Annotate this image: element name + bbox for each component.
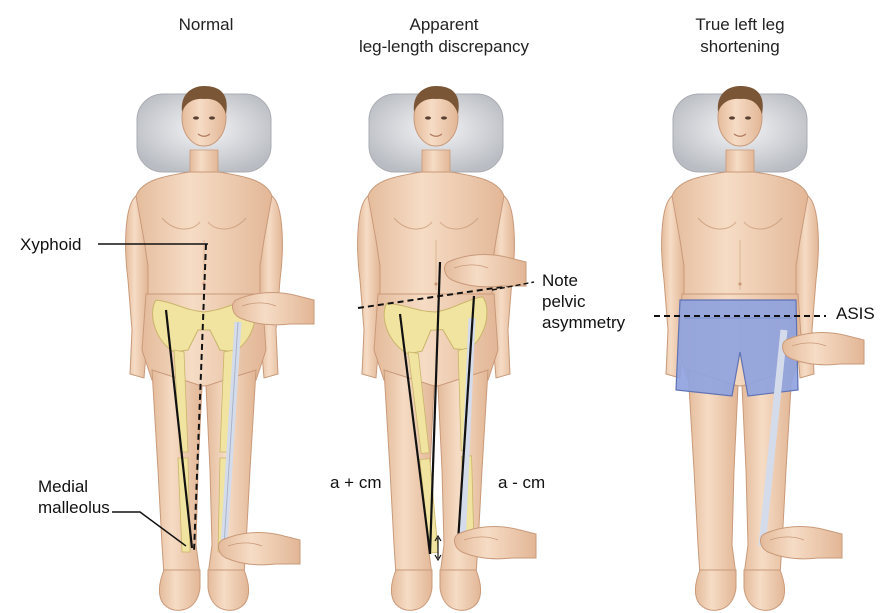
label-asis: ASIS [836,303,875,324]
examiner-hand-ankle [219,533,300,565]
label-note-pelvic-asymmetry: Note pelvic asymmetry [542,270,625,333]
examiner-hand-pelvis [233,293,314,325]
figure-normal [126,86,283,610]
label-a-minus-cm: a - cm [498,472,545,493]
label-a-plus-cm: a + cm [330,472,382,493]
label-medial-malleolus: Medial malleolus [38,476,110,518]
label-xyphoid: Xyphoid [20,234,81,255]
